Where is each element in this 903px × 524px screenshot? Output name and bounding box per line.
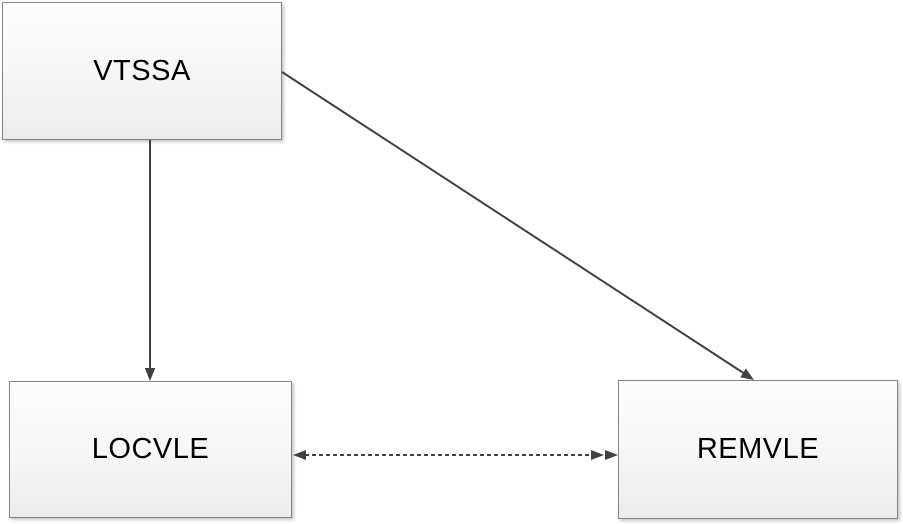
arrowhead-left-icon (293, 450, 306, 460)
node-locvle: LOCVLE (9, 381, 292, 518)
arrowhead-right-outer-icon (605, 450, 618, 460)
arrowhead-diagonal-icon (740, 368, 754, 380)
connector-vtssa-locvle (144, 140, 156, 381)
node-locvle-label: LOCVLE (91, 433, 210, 465)
node-remvle: REMVLE (618, 380, 898, 519)
arrowhead-down-icon (144, 368, 156, 381)
connector-locvle-remvle (293, 450, 618, 460)
node-remvle-label: REMVLE (696, 433, 820, 465)
node-vtssa-label: VTSSA (93, 54, 191, 87)
node-vtssa: VTSSA (2, 2, 282, 140)
arrowhead-right-inner-icon (591, 450, 604, 460)
connector-vtssa-remvle (281, 71, 754, 380)
